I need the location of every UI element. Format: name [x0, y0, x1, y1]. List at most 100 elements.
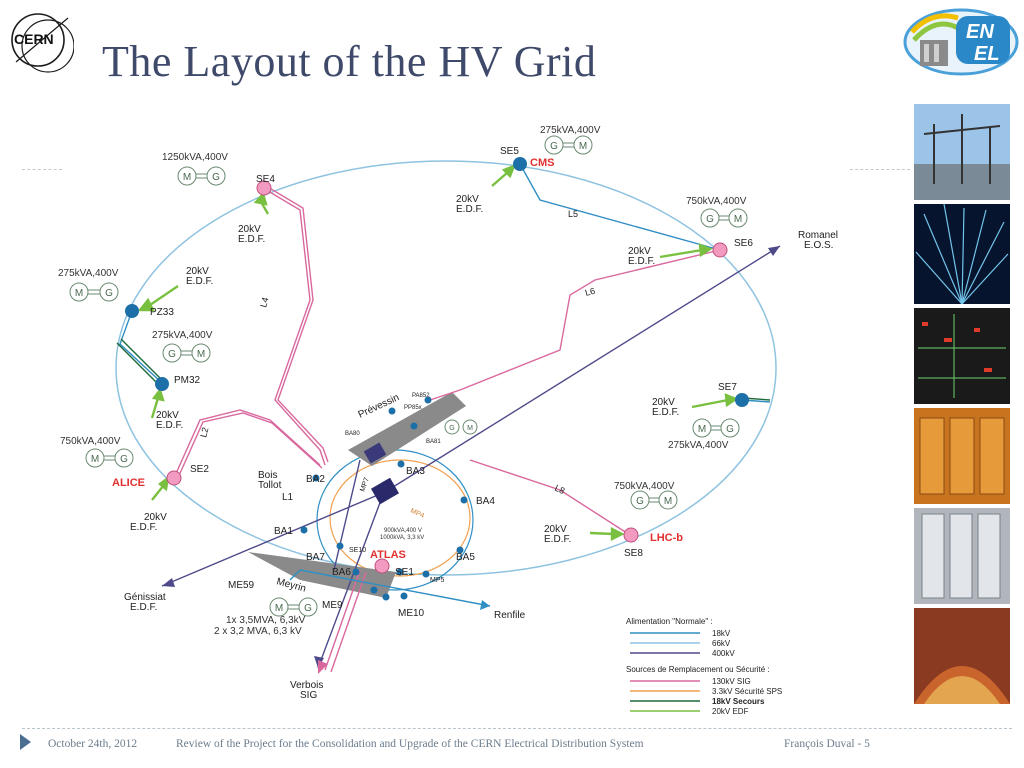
svg-text:PA852: PA852 — [412, 393, 430, 399]
svg-text:E.D.F.: E.D.F. — [156, 420, 183, 431]
svg-text:M: M — [734, 214, 742, 225]
enel-logo-top: EN — [966, 21, 994, 43]
svg-text:G: G — [726, 424, 734, 435]
legend-20kv-edf: 20kV EDF — [712, 707, 749, 716]
svg-text:20kV: 20kV — [238, 224, 261, 235]
svg-text:ME10: ME10 — [398, 608, 425, 619]
svg-text:G: G — [120, 454, 128, 465]
photo-switchgear — [914, 408, 1010, 504]
svg-text:SE5: SE5 — [500, 146, 519, 157]
legend-normal-title: Alimentation "Normale" : — [626, 617, 713, 626]
edf-feed-arrows — [137, 163, 739, 541]
legend-secours: 18kV Secours — [712, 697, 765, 706]
svg-text:20kV: 20kV — [628, 246, 651, 257]
svg-text:1000kVA, 3,3 kV: 1000kVA, 3,3 kV — [380, 535, 424, 541]
svg-text:M: M — [467, 425, 473, 432]
svg-text:E.O.S.: E.O.S. — [804, 240, 833, 251]
svg-text:E.D.F.: E.D.F. — [130, 602, 157, 613]
svg-text:M: M — [197, 349, 205, 360]
renfile-arrowhead — [480, 600, 490, 610]
svg-text:G: G — [304, 603, 312, 614]
legend-18kv: 18kV — [712, 629, 731, 638]
kv18-lines — [119, 163, 771, 607]
svg-text:SE6: SE6 — [734, 238, 753, 249]
svg-text:CMS: CMS — [530, 157, 554, 169]
svg-text:SE1: SE1 — [395, 567, 414, 578]
svg-text:L2: L2 — [198, 426, 210, 438]
svg-text:Renfile: Renfile — [494, 610, 526, 621]
footer-arrow-icon — [20, 734, 31, 750]
svg-text:G: G — [636, 496, 644, 507]
svg-text:BA4: BA4 — [476, 496, 495, 507]
experiment-labels: CMS ALICE ATLAS LHC-b — [112, 157, 683, 561]
svg-text:275kVA,400V: 275kVA,400V — [540, 125, 601, 136]
photo-control-room — [914, 308, 1010, 404]
svg-text:L5: L5 — [568, 209, 578, 219]
svg-text:Prévessin: Prévessin — [357, 392, 401, 421]
svg-text:SE10: SE10 — [349, 547, 366, 554]
svg-text:2 x 3,2 MVA, 6,3 kV: 2 x 3,2 MVA, 6,3 kV — [214, 626, 302, 637]
svg-text:Tollot: Tollot — [258, 480, 282, 491]
svg-text:E.D.F.: E.D.F. — [130, 522, 157, 533]
svg-text:BA6: BA6 — [332, 567, 351, 578]
svg-text:20kV: 20kV — [456, 194, 479, 205]
svg-text:L1: L1 — [282, 492, 294, 503]
svg-text:E.D.F.: E.D.F. — [186, 276, 213, 287]
svg-text:G: G — [550, 141, 558, 152]
enel-logo: EN EL — [903, 8, 1019, 76]
svg-text:M: M — [183, 172, 191, 183]
svg-text:BA80: BA80 — [345, 431, 360, 437]
photo-tunnel — [914, 608, 1010, 704]
verbois-arrowhead — [318, 660, 328, 674]
svg-text:E.D.F.: E.D.F. — [628, 256, 655, 267]
svg-text:20kV: 20kV — [156, 410, 179, 421]
cern-logo: CERN — [11, 13, 74, 73]
svg-text:M: M — [664, 496, 672, 507]
generator-sets — [69, 135, 748, 617]
svg-text:SE4: SE4 — [256, 174, 275, 185]
svg-text:Romanel: Romanel — [798, 230, 838, 241]
svg-text:275kVA,400V: 275kVA,400V — [668, 440, 729, 451]
svg-text:G: G — [706, 214, 714, 225]
svg-text:MP5: MP5 — [430, 577, 445, 584]
place-labels: Prévessin Meyrin Bois Tollot Romanel E.O… — [124, 230, 838, 701]
svg-text:E.D.F.: E.D.F. — [652, 407, 679, 418]
mp7-block — [370, 477, 400, 505]
svg-text:M: M — [91, 454, 99, 465]
svg-text:MP4: MP4 — [409, 507, 425, 519]
prevessin-block — [363, 442, 387, 464]
page-title: The Layout of the HV Grid — [102, 37, 597, 86]
enel-logo-bottom: EL — [974, 43, 1000, 65]
svg-text:SIG: SIG — [300, 690, 317, 701]
generator-links — [88, 142, 729, 610]
footer-divider — [22, 728, 1012, 729]
header-divider-right — [850, 169, 910, 170]
lhc-ring — [115, 160, 777, 576]
node-labels: SE4 SE5 SE6 SE7 SE8 SE2 PZ33 PM32 SE1 SE… — [150, 146, 753, 619]
svg-text:SE8: SE8 — [624, 548, 643, 559]
header-divider-left — [22, 169, 62, 170]
generator-ratings: 275kVA,400V 1250kVA,400V 750kVA,400V 275… — [58, 125, 747, 637]
svg-text:ME9: ME9 — [322, 600, 343, 611]
svg-text:BA7: BA7 — [306, 552, 325, 563]
svg-text:275kVA,400V: 275kVA,400V — [58, 268, 119, 279]
svg-text:L4: L4 — [258, 296, 270, 308]
svg-text:20kV: 20kV — [144, 512, 167, 523]
photo-substation — [914, 104, 1010, 200]
legend-sps: 3.3kV Sécurité SPS — [712, 687, 782, 696]
svg-text:BA1: BA1 — [274, 526, 293, 537]
cern-logo-text: CERN — [14, 31, 54, 47]
svg-text:BA5: BA5 — [456, 552, 475, 563]
svg-text:1250kVA,400V: 1250kVA,400V — [162, 152, 228, 163]
secours-lines — [116, 338, 771, 401]
footer-project: Review of the Project for the Consolidat… — [176, 738, 644, 750]
meyrin-site — [248, 552, 396, 598]
svg-text:20kV: 20kV — [186, 266, 209, 277]
svg-text:ME59: ME59 — [228, 580, 255, 591]
legend: Alimentation "Normale" : 18kV 66kV 400kV… — [626, 617, 782, 716]
svg-text:20kV: 20kV — [544, 524, 567, 535]
footer-date: October 24th, 2012 — [48, 738, 138, 750]
